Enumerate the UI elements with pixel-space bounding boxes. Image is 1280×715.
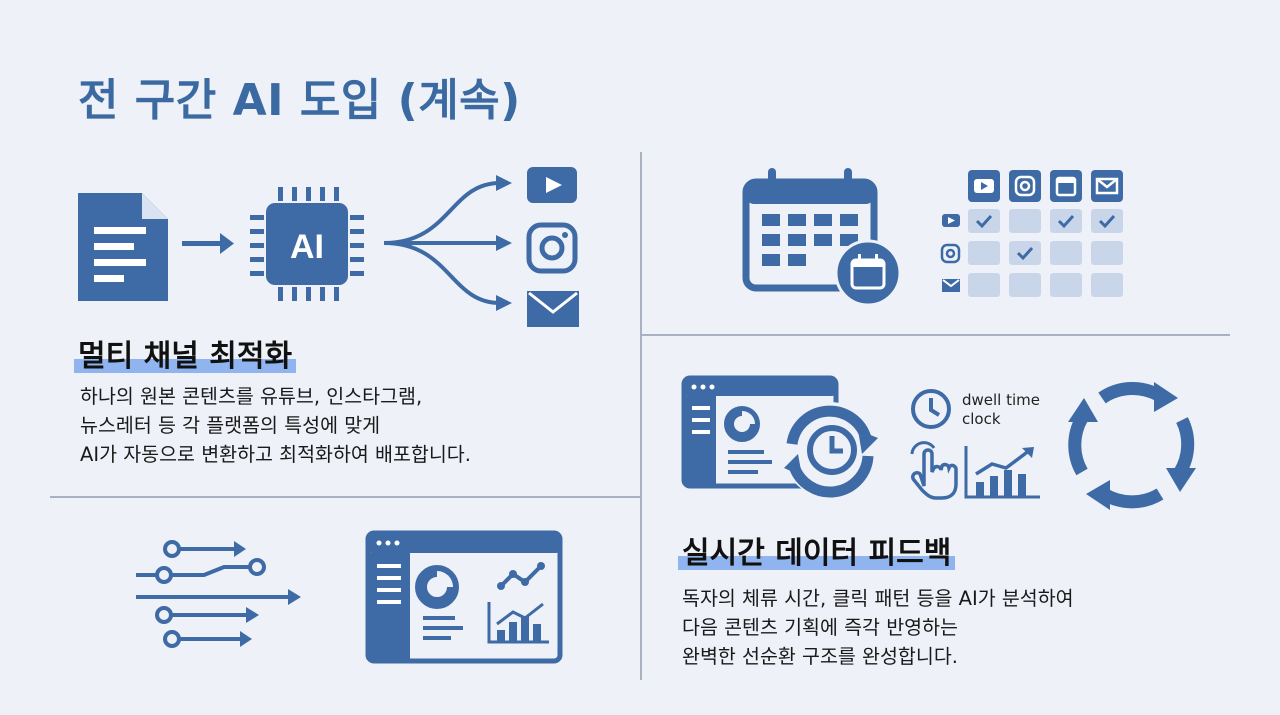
- arrow-right-icon: [182, 233, 234, 254]
- schedule-grid: [940, 170, 1123, 297]
- cycle-arrows-icon: [782, 402, 878, 498]
- schedule-cell: [1050, 209, 1082, 233]
- multichannel-flow-diagram: AI: [78, 167, 579, 327]
- multichannel-description-line: 뉴스레터 등 각 플랫폼의 특성에 맞게: [80, 414, 381, 437]
- instagram-icon: [526, 222, 578, 274]
- branching-arrows-icon: [383, 181, 501, 305]
- calendar-icon: [1050, 170, 1082, 202]
- mail-icon: [942, 279, 960, 292]
- multichannel-heading: 멀티 채널 최적화: [74, 331, 297, 375]
- multichannel-description-line: AI가 자동으로 변환하고 최적화하여 배포합니다.: [80, 443, 471, 466]
- check-icon: [1057, 214, 1075, 229]
- ai-chip-label: AI: [290, 228, 324, 266]
- vertical-divider: [640, 152, 642, 680]
- schedule-cell: [968, 209, 1000, 233]
- youtube-icon: [968, 170, 1000, 202]
- feedback-description-line: 다음 콘텐츠 기획에 즉각 반영하는: [682, 616, 958, 639]
- page-title: 전 구간 AI 도입 (계속): [78, 75, 521, 126]
- dwell-time-label: dwell time clock: [962, 391, 1040, 429]
- schedule-cell: [968, 273, 1000, 297]
- calendar-illustration: [742, 168, 902, 304]
- bar-chart-icon: [964, 446, 1040, 499]
- check-icon: [975, 214, 993, 229]
- feedback-description: 독자의 체류 시간, 클릭 패턴 등을 AI가 분석하여 다음 콘텐츠 기획에 …: [682, 584, 1074, 671]
- feedback-heading-text: 실시간 데이터 피드백: [682, 536, 952, 571]
- schedule-cell: [1050, 241, 1082, 265]
- schedule-cell: [968, 241, 1000, 265]
- multichannel-description-line: 하나의 원본 콘텐츠를 유튜브, 인스타그램,: [80, 385, 423, 408]
- ai-chip-icon: [250, 187, 364, 301]
- clock-icon: [911, 389, 951, 429]
- horizontal-divider-left: [50, 496, 640, 498]
- multichannel-description: 하나의 원본 콘텐츠를 유튜브, 인스타그램, 뉴스레터 등 각 플랫폼의 특성…: [80, 382, 471, 469]
- schedule-cell: [1050, 273, 1082, 297]
- instagram-icon: [1009, 170, 1041, 202]
- bar-chart-icon: [487, 602, 549, 644]
- feedback-description-line: 완벽한 선순환 구조를 완성합니다.: [682, 645, 958, 668]
- dwell-time-label-line: clock: [962, 410, 1001, 428]
- schedule-cell: [1009, 241, 1041, 265]
- horizontal-divider-right: [640, 334, 1230, 336]
- check-icon: [1016, 246, 1034, 261]
- cycle-arrows-icon: [1068, 382, 1196, 510]
- youtube-icon: [527, 167, 577, 203]
- document-icon: [78, 193, 168, 301]
- mail-icon: [527, 291, 579, 327]
- schedule-cell: [1091, 273, 1123, 297]
- calendar-icon: [742, 168, 878, 292]
- schedule-cell: [1009, 209, 1041, 233]
- touch-hand-icon: [910, 441, 958, 500]
- instagram-icon: [940, 243, 961, 264]
- dwell-time-label-line: dwell time: [962, 391, 1041, 409]
- calendar-icon: [834, 239, 902, 304]
- dashboard-icon: [681, 375, 878, 498]
- multichannel-heading-text: 멀티 채널 최적화: [78, 339, 293, 374]
- schedule-cell: [1091, 209, 1123, 233]
- schedule-cells: [968, 209, 1123, 297]
- check-icon: [1098, 214, 1116, 229]
- dashboard-icon: [365, 530, 563, 664]
- schedule-cell: [1091, 241, 1123, 265]
- mail-icon: [1091, 170, 1123, 202]
- youtube-icon: [942, 214, 960, 227]
- data-stream-icon: [136, 540, 301, 648]
- feedback-description-line: 독자의 체류 시간, 클릭 패턴 등을 AI가 분석하여: [682, 587, 1074, 610]
- schedule-cell: [1009, 273, 1041, 297]
- feedback-heading: 실시간 데이터 피드백: [678, 528, 956, 572]
